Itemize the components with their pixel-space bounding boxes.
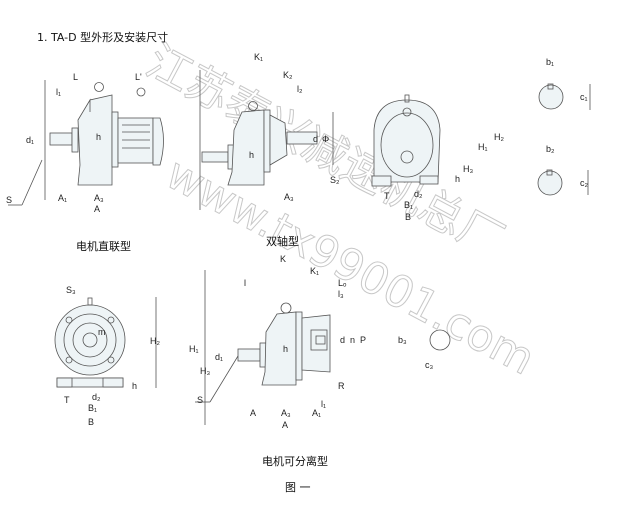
dim-A1: A₁ [312, 408, 321, 418]
output-flange [71, 127, 79, 153]
gearbox-housing [77, 94, 113, 186]
dim-c3: c₃ [425, 360, 434, 370]
caption-double-shaft: 双轴型 [266, 234, 299, 248]
dim-d1: d₁ [215, 352, 223, 362]
dim-d2: d₂ [92, 392, 101, 402]
dim-h: h [96, 132, 101, 142]
key-section-3 [429, 329, 451, 351]
dim-S2: S₂ [330, 175, 340, 185]
dim-Lo: Lₒ [338, 278, 347, 288]
dim-h: h [455, 174, 460, 184]
dim-c1: c₁ [580, 92, 588, 102]
dim-d2: d₂ [414, 189, 423, 199]
dim-b3: b₃ [398, 335, 407, 345]
dim-S3: S₃ [66, 285, 76, 295]
dim-S: S [6, 195, 12, 205]
dim-phi: Φ [322, 134, 329, 144]
output-shaft [49, 132, 73, 146]
key-section-1 [538, 84, 564, 110]
dim-K: K [280, 254, 286, 264]
dim-H2: H₂ [150, 336, 160, 346]
dim-H3: H₃ [200, 366, 210, 376]
dim-l1: l₁ [321, 399, 326, 409]
caption-motor-direct: 电机直联型 [76, 239, 131, 253]
dim-h: h [132, 381, 137, 391]
lifting-eye-icon [94, 82, 104, 92]
dim-b1: b₁ [546, 57, 554, 67]
dim-n: n [350, 335, 355, 345]
dim-l: l [244, 278, 246, 288]
gearbox-housing [227, 109, 265, 186]
fig-flange-end-view: S₃ H₂ h T d₂ B₁ B m [54, 285, 160, 428]
dim-H2: H₂ [494, 132, 504, 142]
dim-A: A [94, 204, 100, 214]
lifting-eye-icon [248, 101, 258, 111]
dim-l2: l₂ [297, 84, 303, 94]
dim-b2: b₂ [546, 144, 555, 154]
dim-K1: K₁ [254, 52, 263, 62]
dim-m: m [98, 327, 106, 337]
dim-h: h [283, 344, 288, 354]
fig-motor-separable: K K₁ l Lₒ l₃ H₁ d₁ H₃ h d n P S R A A₃ A… [189, 254, 370, 494]
dim-A: A [282, 420, 288, 430]
page-title: 1. TA-D 型外形及安装尺寸 [37, 30, 168, 44]
dim-l3: l₃ [338, 289, 344, 299]
fig-end-view: H₁ H₂ H₃ h T d₂ B₁ B [371, 94, 510, 222]
dim-H1: H₁ [189, 344, 199, 354]
gearbox-housing [261, 311, 297, 386]
dim-S: S [197, 395, 203, 405]
caption-motor-separable: 电机可分离型 [262, 454, 328, 468]
dim-d1: d₁ [26, 135, 34, 145]
watermark: 江苏泰兴减速机总厂 www.tx99001.com [138, 35, 544, 385]
dim-d: d [340, 335, 345, 345]
caption-figure: 图 一 [285, 481, 311, 494]
dim-B: B [88, 417, 94, 427]
dim-B: B [405, 212, 411, 222]
dim-P: P [360, 335, 366, 345]
dim-K1: K₁ [310, 266, 319, 276]
flange [54, 304, 126, 376]
input-shaft [286, 131, 318, 145]
dim-l1: l₁ [56, 87, 61, 97]
dim-A3: A₃ [94, 193, 104, 203]
dim-B1: B₁ [404, 200, 413, 210]
key-section-2 [537, 170, 563, 196]
dim-c2: c₂ [580, 178, 589, 188]
dim-A1: A₁ [58, 193, 67, 203]
dim-d: d [313, 134, 318, 144]
dim-H1: H₁ [478, 142, 488, 152]
dim-L: L [73, 72, 78, 82]
lifting-eye-icon [280, 302, 292, 314]
dim-L-prime: L' [135, 72, 142, 82]
dim-B1: B₁ [88, 403, 97, 413]
dim-K2: K₂ [283, 70, 293, 80]
motor-body [117, 117, 154, 164]
dim-H3: H₃ [463, 164, 473, 174]
dim-A-left: A [250, 408, 256, 418]
dim-R: R [338, 381, 345, 391]
dim-T: T [384, 191, 390, 201]
dim-T: T [64, 395, 70, 405]
housing-end [373, 99, 441, 183]
dim-h: h [249, 150, 254, 160]
fig-motor-direct: L L' l₁ d₁ h S A₁ A₃ A 电机直联型 [6, 72, 165, 253]
key-sections: b₁ c₁ b₂ c₂ b₃ c₃ [398, 57, 591, 370]
fig-double-shaft: K₁ K₂ l₂ d Φ S₂ h A₃ 双轴型 [199, 52, 340, 248]
dim-A3: A₃ [281, 408, 291, 418]
dim-A3: A₃ [284, 192, 294, 202]
